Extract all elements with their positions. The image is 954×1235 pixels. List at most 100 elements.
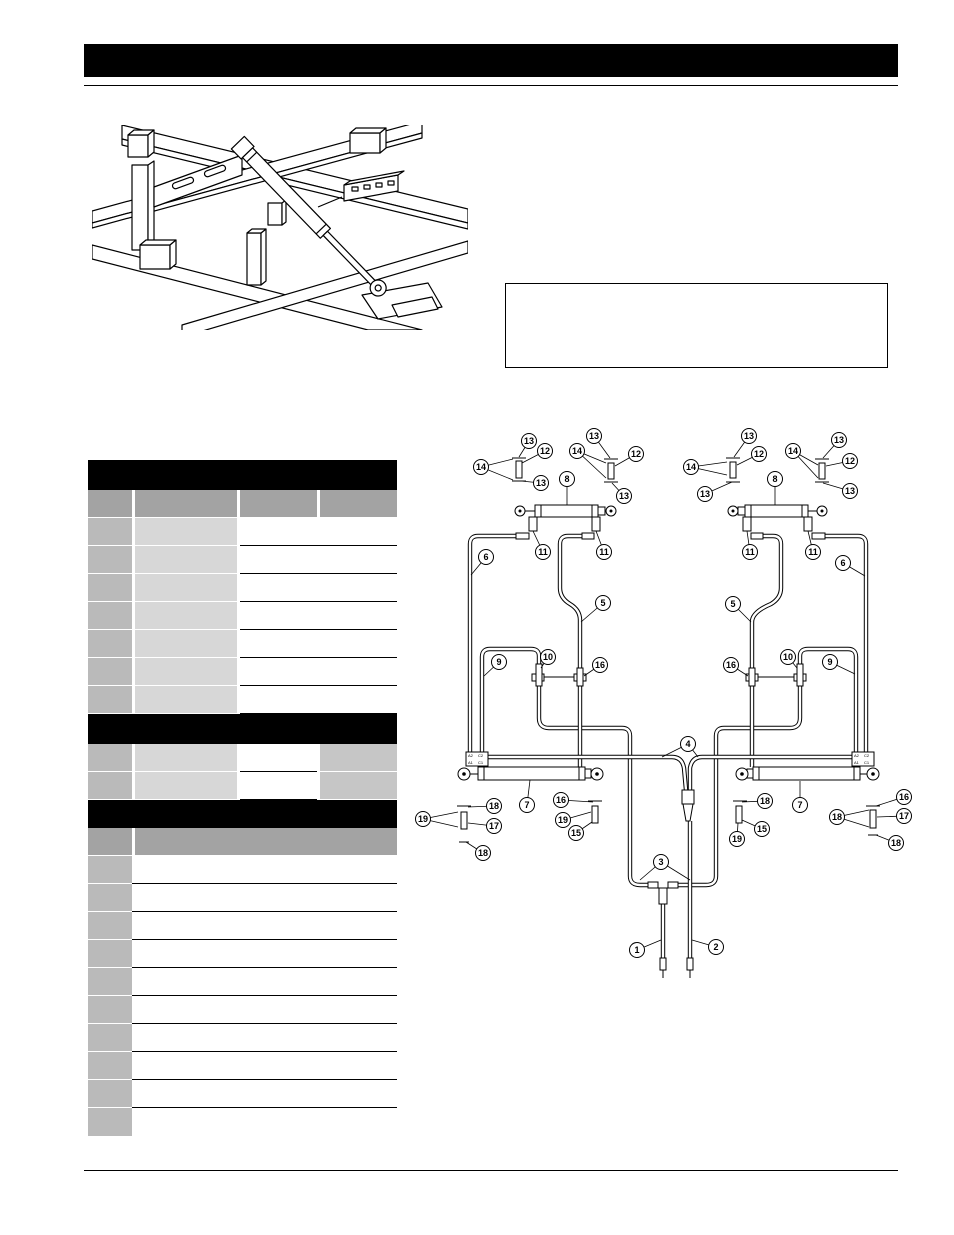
pin-hardware (726, 457, 740, 483)
table-row (88, 1024, 397, 1052)
desc-cell (132, 1052, 397, 1080)
tee-fitting (573, 667, 587, 687)
hydraulic-hose (557, 533, 588, 668)
table-row (88, 744, 397, 772)
callout-circle (415, 811, 431, 827)
leader-layer (422, 435, 905, 951)
hydraulic-hose (676, 686, 802, 887)
pin-hardware (588, 800, 602, 824)
callout-circle (741, 428, 757, 444)
hydraulic-hose (488, 755, 688, 791)
item-cell (88, 1024, 132, 1051)
callout-16: 16 (553, 792, 569, 808)
callout-circle (780, 649, 796, 665)
table-row (88, 602, 397, 630)
callout-number: 8 (564, 474, 569, 484)
callout-number: 7 (524, 800, 529, 810)
callout-circle (473, 459, 489, 475)
item-cell (88, 884, 132, 911)
desc-cell (132, 940, 397, 968)
callout-number: 12 (845, 456, 855, 466)
callout-circle (559, 471, 575, 487)
table-row (88, 940, 397, 968)
callout-10: 10 (540, 649, 556, 665)
callout-number: 15 (571, 828, 581, 838)
callout-number: 11 (538, 547, 548, 557)
callout-number: 9 (496, 657, 501, 667)
item-cell (88, 658, 132, 685)
callout-circle (519, 797, 535, 813)
callout-number: 13 (536, 478, 546, 488)
callout-8: 8 (767, 471, 783, 487)
callout-number: 4 (685, 739, 690, 749)
callout-number: 8 (772, 474, 777, 484)
hose-tip (686, 957, 694, 978)
callout-circle (896, 789, 912, 805)
item-cell (88, 996, 132, 1023)
callout-11: 11 (535, 544, 551, 560)
desc-cell (132, 1108, 397, 1136)
corner-post (131, 160, 155, 251)
callout-circle (540, 649, 556, 665)
callout-18: 18 (888, 835, 904, 851)
table-row (88, 1080, 397, 1108)
callout-circle (757, 793, 773, 809)
pin-hardware (457, 805, 471, 843)
callout-number: 13 (834, 435, 844, 445)
hydraulic-hose (479, 646, 542, 752)
callout-18: 18 (757, 793, 773, 809)
desc-cell (240, 772, 317, 800)
hydraulic-hose (818, 534, 868, 752)
callout-number: 10 (783, 652, 793, 662)
callout-8: 8 (559, 471, 575, 487)
parts-layer: A2 C2 A1 C1 A2 C2 A1 C1 (457, 457, 880, 978)
callout-circle (785, 443, 801, 459)
cross-beam-lower (181, 240, 468, 330)
item-cell (88, 1052, 132, 1079)
desc-cell (240, 602, 397, 630)
callout-circle (628, 446, 644, 462)
qty-cell (320, 744, 397, 771)
callout-6: 6 (835, 555, 851, 571)
part-cell (135, 686, 237, 713)
valve-left: A2 C2 A1 C1 (465, 751, 489, 767)
table-row (88, 546, 397, 574)
callout-circle (533, 475, 549, 491)
table-row (88, 686, 397, 714)
desc-cell (132, 968, 397, 996)
callout-number: 11 (599, 547, 609, 557)
callout-number: 5 (600, 598, 605, 608)
callout-number: 12 (631, 449, 641, 459)
callout-number: 13 (589, 431, 599, 441)
callout-16: 16 (592, 657, 608, 673)
callout-number: 5 (730, 599, 735, 609)
header-cell (135, 490, 237, 517)
item-cell (88, 940, 132, 967)
hydraulic-cylinder (230, 135, 387, 297)
callout-circle (535, 544, 551, 560)
callout-circle (708, 939, 724, 955)
part-cell (135, 546, 237, 573)
callout-number: 19 (418, 814, 428, 824)
desc-cell (240, 686, 397, 714)
callout-19: 19 (555, 812, 571, 828)
callout-number: 7 (797, 800, 802, 810)
table-row (88, 772, 397, 800)
callout-circle (842, 483, 858, 499)
port-label: A1 (854, 760, 860, 765)
hydraulic-hose (537, 686, 650, 887)
slotted-gusset (153, 154, 243, 208)
callout-circle (491, 654, 507, 670)
small-block (267, 199, 287, 226)
hydraulic-hose (558, 534, 588, 668)
callout-6: 6 (478, 549, 494, 565)
callout-number: 3 (658, 857, 663, 867)
desc-cell (132, 996, 397, 1024)
callout-circle (767, 471, 783, 487)
callout-number: 19 (558, 815, 568, 825)
callout-number: 1 (634, 945, 639, 955)
tee-fitting (793, 663, 807, 687)
header-cell (320, 490, 397, 517)
callout-14: 14 (569, 443, 585, 459)
elbow-fitting (515, 516, 538, 540)
